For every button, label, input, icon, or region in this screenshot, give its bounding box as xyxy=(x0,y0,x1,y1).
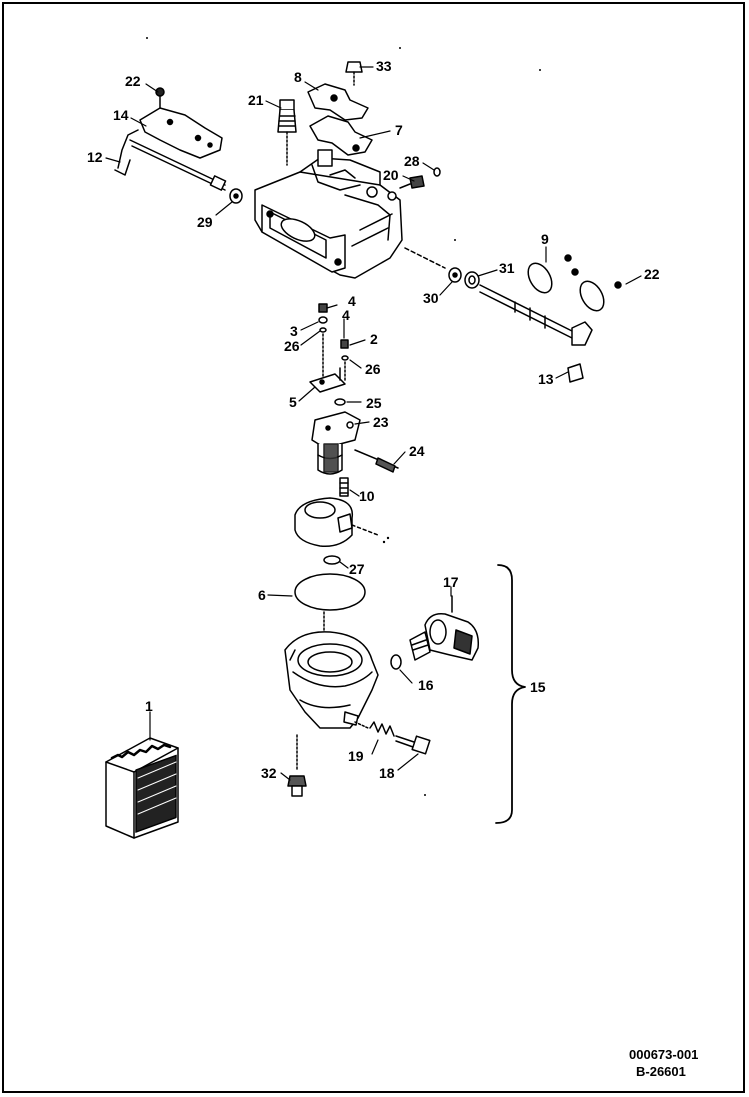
part-14-bracket xyxy=(139,107,223,159)
callout-28: 28 xyxy=(404,153,420,169)
part-29-washer xyxy=(229,188,243,204)
part-3-washer xyxy=(318,316,328,324)
part-17-solenoid-assembly xyxy=(409,595,480,661)
callout-33: 33 xyxy=(376,58,392,74)
part-11-float xyxy=(294,497,379,548)
callout-9: 9 xyxy=(541,231,549,247)
callout-25: 25 xyxy=(366,395,382,411)
callout-20: 20 xyxy=(383,167,399,183)
callout-26-right: 26 xyxy=(365,361,381,377)
stray-marks xyxy=(146,37,541,796)
callout-30: 30 xyxy=(423,290,439,306)
part-22-screw-top xyxy=(155,87,165,109)
callout-32: 32 xyxy=(261,765,277,781)
callout-12: 12 xyxy=(87,149,103,165)
callout-2: 2 xyxy=(370,331,378,347)
callout-1: 1 xyxy=(145,698,153,714)
callout-18: 18 xyxy=(379,765,395,781)
callout-19: 19 xyxy=(348,748,364,764)
part-33-nut xyxy=(345,61,363,86)
part-26-washer-right xyxy=(341,355,349,361)
part-28-oring xyxy=(433,167,441,177)
part-21-fitting xyxy=(277,99,297,166)
part-27-oring xyxy=(323,555,341,565)
part-30-washer xyxy=(448,267,462,283)
part-6-bowl-gasket xyxy=(294,573,366,611)
callout-13: 13 xyxy=(538,371,554,387)
callout-29: 29 xyxy=(197,214,213,230)
callout-22-top: 22 xyxy=(125,73,141,89)
callout-17: 17 xyxy=(443,574,459,590)
part-23-solenoid xyxy=(311,411,361,475)
callout-16: 16 xyxy=(418,677,434,693)
callout-8: 8 xyxy=(294,69,302,85)
part-19-spring xyxy=(369,721,395,737)
part-2-screw xyxy=(340,339,349,349)
leader-lines xyxy=(105,66,642,781)
callout-15: 15 xyxy=(530,679,546,695)
callout-26-left: 26 xyxy=(284,338,300,354)
part-5-bracket xyxy=(309,367,346,393)
callout-14: 14 xyxy=(113,107,129,123)
part-9-throttle-shaft xyxy=(479,254,622,346)
drawing-number: B-26601 xyxy=(636,1064,686,1079)
group-15-bracket xyxy=(495,564,526,824)
callout-24: 24 xyxy=(409,443,425,459)
callout-labels: 22 14 12 29 21 8 7 33 28 20 9 22 31 30 1… xyxy=(87,58,660,781)
part-13-clip xyxy=(567,363,584,383)
callout-5: 5 xyxy=(289,394,297,410)
callout-6: 6 xyxy=(258,587,266,603)
part-31-seal xyxy=(464,271,480,289)
part-24-needle xyxy=(354,449,399,473)
part-8-gasket xyxy=(307,83,369,121)
part-1-filter-element xyxy=(105,737,179,839)
callout-3: 3 xyxy=(290,323,298,339)
part-18-screw xyxy=(395,735,431,755)
part-7-gasket xyxy=(309,115,373,156)
part-4-screw-left xyxy=(318,303,328,313)
float-bowl xyxy=(284,631,379,729)
callout-23: 23 xyxy=(373,414,389,430)
callout-22-right: 22 xyxy=(644,266,660,282)
part-12-choke-lever-shaft xyxy=(114,129,227,191)
callout-4-upper: 4 xyxy=(348,293,356,309)
part-26-washer-left xyxy=(319,327,327,333)
carburetor-body xyxy=(254,149,403,279)
callout-10: 10 xyxy=(359,488,375,504)
part-25-oring xyxy=(334,398,346,406)
callout-7: 7 xyxy=(395,122,403,138)
callout-27: 27 xyxy=(349,561,365,577)
part-10-main-jet xyxy=(339,477,349,497)
callout-21: 21 xyxy=(248,92,264,108)
callout-31: 31 xyxy=(499,260,515,276)
figure-number: 000673-001 xyxy=(629,1047,699,1062)
part-32-drain-screw xyxy=(287,734,307,797)
part-16-gasket xyxy=(390,654,402,670)
part-20-screw xyxy=(399,175,425,189)
callout-4-lower: 4 xyxy=(342,307,350,323)
